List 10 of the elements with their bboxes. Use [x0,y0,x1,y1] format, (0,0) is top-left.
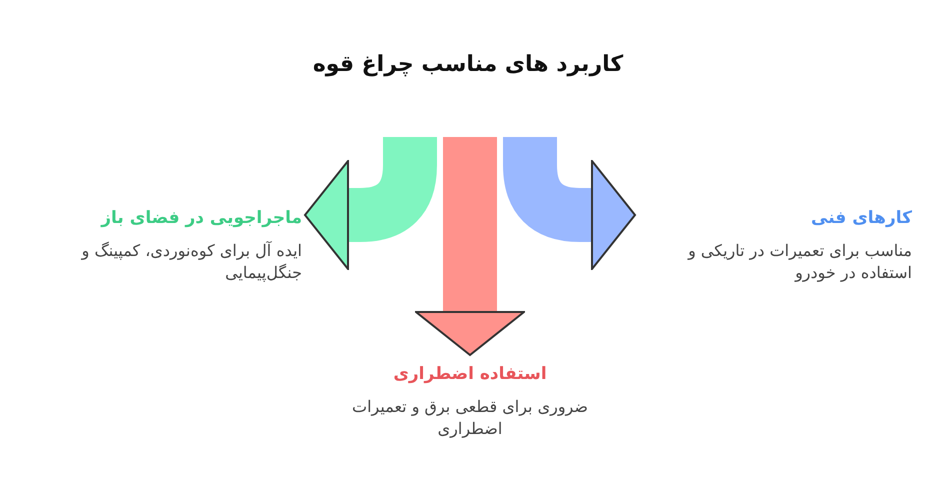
heading: استفاده اضطراری [392,364,548,384]
title: کاربرد های مناسب چراغ قوه [312,52,624,77]
heading: ماجراجویی در فضای باز [100,208,302,228]
heading: کارهای فنی [810,208,912,228]
block-arrow [304,137,437,270]
block-arrow [415,137,525,356]
description: ضروری برای قطعی برق و تعمیرات اضطراری [351,396,589,440]
description: مناسب برای تعمیرات در تاریکی و استفاده در خودرو [686,240,912,284]
description: ایده آل برای کوه‌نوردی، کمپینگ و جنگل‌پیمایی [80,240,302,284]
block-arrow [503,137,636,270]
